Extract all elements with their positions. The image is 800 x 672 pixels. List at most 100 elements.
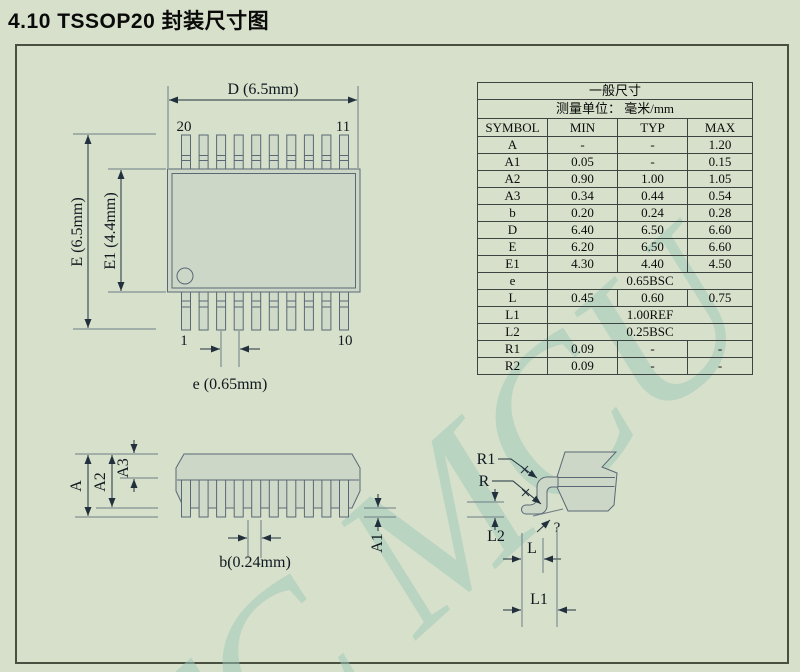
page-title: 4.10 TSSOP20 封装尺寸图 (8, 10, 270, 33)
a-dimension-label: A (68, 480, 85, 492)
value-cell: 0.20 (547, 204, 618, 222)
value-cell: 1.05 (687, 170, 753, 188)
symbol-cell: e (477, 272, 548, 290)
package-pin (339, 479, 349, 518)
symbol-cell: D (477, 221, 548, 239)
value-cell: - (687, 340, 753, 358)
package-pin (181, 479, 191, 518)
table-title-row: 一般尺寸 (477, 82, 753, 100)
symbol-cell: E1 (477, 255, 548, 273)
value-cell: 0.75 (687, 289, 753, 307)
value-cell: - (617, 357, 688, 375)
l2-label: L2 (487, 528, 505, 545)
package-pin (198, 291, 209, 331)
table-unit: 测量单位： 毫米/mm (477, 99, 753, 119)
value-cell: 0.05 (547, 153, 618, 171)
value-cell: 0.24 (617, 204, 688, 222)
figure-panel-border (15, 44, 789, 664)
a2-dimension-label: A2 (92, 472, 109, 492)
value-cell: 0.90 (547, 170, 618, 188)
package-pin (251, 291, 262, 331)
symbol-cell: L1 (477, 306, 548, 324)
top-view-drawing: D (6.5mm) E (6.5mm) E1 (4.4mm) 20 11 1 1… (69, 81, 361, 393)
package-pin (216, 291, 227, 331)
lead-detail-drawing: R1 R L2 ? L (467, 451, 618, 627)
package-pin (303, 291, 314, 331)
value-cell: 4.40 (617, 255, 688, 273)
value-cell: 6.60 (687, 221, 753, 239)
table-row: A--1.20 (477, 136, 753, 154)
package-pin (251, 134, 262, 170)
value-cell: 6.50 (617, 238, 688, 256)
value-cell: - (617, 136, 688, 154)
symbol-cell: b (477, 204, 548, 222)
value-cell: 6.40 (547, 221, 618, 239)
value-cell: - (617, 340, 688, 358)
symbol-cell: L (477, 289, 548, 307)
table-header-row: SYMBOL MIN TYP MAX (477, 118, 753, 137)
package-pin (216, 134, 227, 170)
top-view-lower-pins (181, 291, 349, 331)
value-cell: 0.28 (687, 204, 753, 222)
side-view-drawing: A A2 A3 b(0.24mm) A1 (68, 440, 396, 571)
value-cell: 0.34 (547, 187, 618, 205)
package-pin (286, 291, 297, 331)
l-label: L (527, 540, 537, 557)
package-pin (321, 134, 332, 170)
package-pin (268, 134, 279, 170)
dimension-table: 一般尺寸 测量单位： 毫米/mm SYMBOL MIN TYP MAX A--1… (477, 82, 753, 375)
package-pin (216, 479, 227, 518)
package-pin (181, 134, 191, 170)
package-pin (233, 134, 244, 170)
package-pin (198, 479, 209, 518)
e-dimension-label: E (6.5mm) (69, 197, 86, 266)
package-body-detail-view (556, 451, 618, 512)
package-pin (198, 134, 209, 170)
package-pin (339, 291, 349, 331)
package-pin (233, 479, 244, 518)
a1-dimension-label: A1 (369, 533, 386, 553)
value-cell: 0.15 (687, 153, 753, 171)
side-view-pins (181, 479, 349, 518)
pin1-indicator-circle (176, 267, 194, 285)
value-cell: 0.45 (547, 289, 618, 307)
value-cell: 4.30 (547, 255, 618, 273)
b-dimension-label: b(0.24mm) (219, 554, 291, 571)
pin-number-10: 10 (338, 333, 353, 349)
package-pin (286, 134, 297, 170)
symbol-cell: A1 (477, 153, 548, 171)
value-cell: 0.60 (617, 289, 688, 307)
pin-number-11: 11 (336, 119, 350, 135)
symbol-cell: R1 (477, 340, 548, 358)
value-cell: 1.00 (617, 170, 688, 188)
table-title: 一般尺寸 (477, 82, 753, 100)
lead-profile (521, 476, 559, 515)
value-cell: 6.60 (687, 238, 753, 256)
a3-dimension-label: A3 (115, 458, 132, 478)
symbol-cell: A3 (477, 187, 548, 205)
e1-dimension-label: E1 (4.4mm) (102, 192, 119, 269)
l1-label: L1 (530, 591, 548, 608)
package-body-top-view (167, 168, 361, 293)
col-header-max: MAX (687, 118, 753, 137)
package-pin (303, 479, 314, 518)
package-pin (321, 479, 332, 518)
symbol-cell: E (477, 238, 548, 256)
top-view-upper-pins (181, 134, 349, 170)
value-cell: 1.00REF (547, 306, 753, 324)
value-cell: 0.09 (547, 357, 618, 375)
